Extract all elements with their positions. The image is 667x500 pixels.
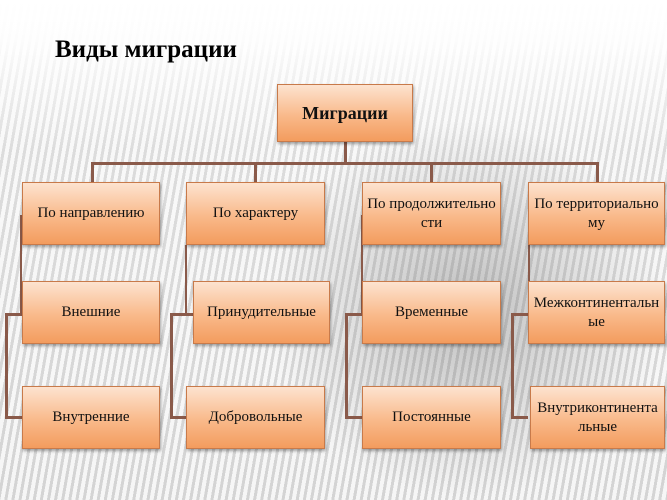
horizontal-connector [91, 162, 599, 165]
child-connector [170, 416, 187, 419]
node-voluntary: Добровольные [186, 386, 325, 449]
child-connector [511, 313, 514, 419]
root-connector [344, 142, 347, 164]
node-external: Внешние [22, 281, 160, 344]
child-connector [345, 416, 362, 419]
child-connector [170, 313, 173, 419]
child-connector [511, 313, 528, 316]
child-connector [185, 245, 187, 315]
connector-col3 [430, 162, 433, 183]
node-intercontinental: Межконтинентальные [528, 281, 665, 344]
child-connector [20, 215, 22, 315]
node-forced: Принудительные [193, 281, 330, 344]
category-duration: По продолжительности [362, 182, 501, 245]
child-connector [5, 313, 22, 316]
child-connector [345, 313, 348, 419]
node-permanent: Постоянные [362, 386, 501, 449]
child-connector [511, 416, 528, 419]
category-character: По характеру [186, 182, 325, 245]
category-direction: По направлению [22, 182, 160, 245]
connector-col4 [596, 162, 599, 183]
child-connector [345, 313, 362, 316]
connector-col1 [91, 162, 94, 183]
root-node: Миграции [277, 84, 413, 142]
child-connector [528, 215, 530, 315]
slide-title: Виды миграции [55, 36, 237, 63]
connector-col2 [254, 162, 257, 183]
child-connector [170, 313, 193, 316]
category-territory: По территориальному [528, 182, 665, 245]
node-temporary: Временные [362, 281, 501, 344]
node-intracontinental: Внутриконтинентальные [530, 386, 665, 449]
child-connector [5, 416, 22, 419]
child-connector [5, 313, 8, 419]
node-internal: Внутренние [22, 386, 160, 449]
child-connector [361, 215, 363, 315]
